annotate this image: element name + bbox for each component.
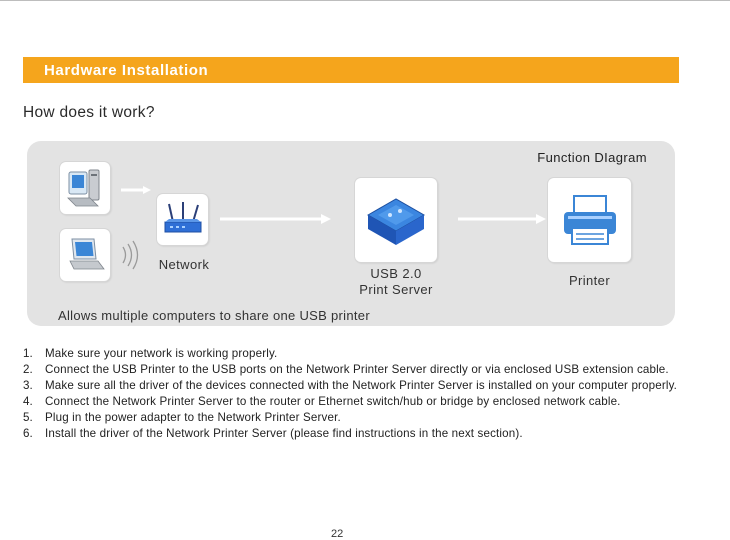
step-number: 1. [23, 347, 33, 360]
server-label: USB 2.0 Print Server [345, 266, 447, 298]
usb-print-server-icon [366, 198, 426, 245]
laptop-icon [69, 238, 105, 270]
arrow-server-to-printer [458, 214, 546, 224]
step-number: 2. [23, 363, 33, 376]
server-label-line2: Print Server [359, 282, 433, 297]
list-item: 5. Plug in the power adapter to the Netwo… [23, 410, 679, 426]
list-item: 2. Connect the USB Printer to the USB por… [23, 362, 679, 378]
wireless-router-icon [164, 201, 201, 232]
step-text: Connect the USB Printer to the USB ports… [45, 363, 669, 376]
printer-label: Printer [568, 273, 611, 288]
list-item: 3. Make sure all the driver of the device… [23, 378, 679, 394]
section-title: Hardware Installation [44, 61, 209, 79]
top-rule [0, 0, 730, 1]
arrow-computer-to-network [121, 186, 151, 194]
diagram-caption: Allows multiple computers to share one U… [58, 308, 370, 323]
wireless-router-tile [157, 194, 208, 245]
printer-icon [563, 195, 616, 245]
step-number: 4. [23, 395, 33, 408]
wireless-signal-icon [122, 240, 139, 270]
desktop-computer-tile [60, 162, 110, 214]
desktop-computer-icon [67, 169, 100, 207]
page-number: 22 [331, 528, 344, 540]
step-number: 3. [23, 379, 33, 392]
printer-tile [548, 178, 631, 262]
installation-steps: 1. Make sure your network is working prop… [23, 346, 679, 442]
server-label-line1: USB 2.0 [370, 266, 422, 281]
function-diagram-panel: Function DIagram [27, 141, 675, 326]
list-item: 4. Connect the Network Printer Server to … [23, 394, 679, 410]
step-number: 6. [23, 427, 33, 440]
step-number: 5. [23, 411, 33, 424]
list-item: 1. Make sure your network is working prop… [23, 346, 679, 362]
arrow-network-to-server [220, 214, 331, 224]
diagram-title: Function DIagram [537, 150, 647, 165]
step-text: Connect the Network Printer Server to th… [45, 395, 621, 408]
step-text: Plug in the power adapter to the Network… [45, 411, 341, 424]
list-item: 6. Install the driver of the Network Prin… [23, 426, 679, 442]
step-text: Make sure all the driver of the devices … [45, 379, 678, 392]
laptop-tile [60, 229, 110, 281]
network-label: Network [158, 257, 210, 272]
step-text: Install the driver of the Network Printe… [45, 427, 523, 440]
question-heading: How does it work? [23, 104, 155, 121]
section-header-bar: Hardware Installation [23, 57, 679, 83]
step-text: Make sure your network is working proper… [45, 347, 278, 360]
usb-print-server-tile [355, 178, 437, 262]
